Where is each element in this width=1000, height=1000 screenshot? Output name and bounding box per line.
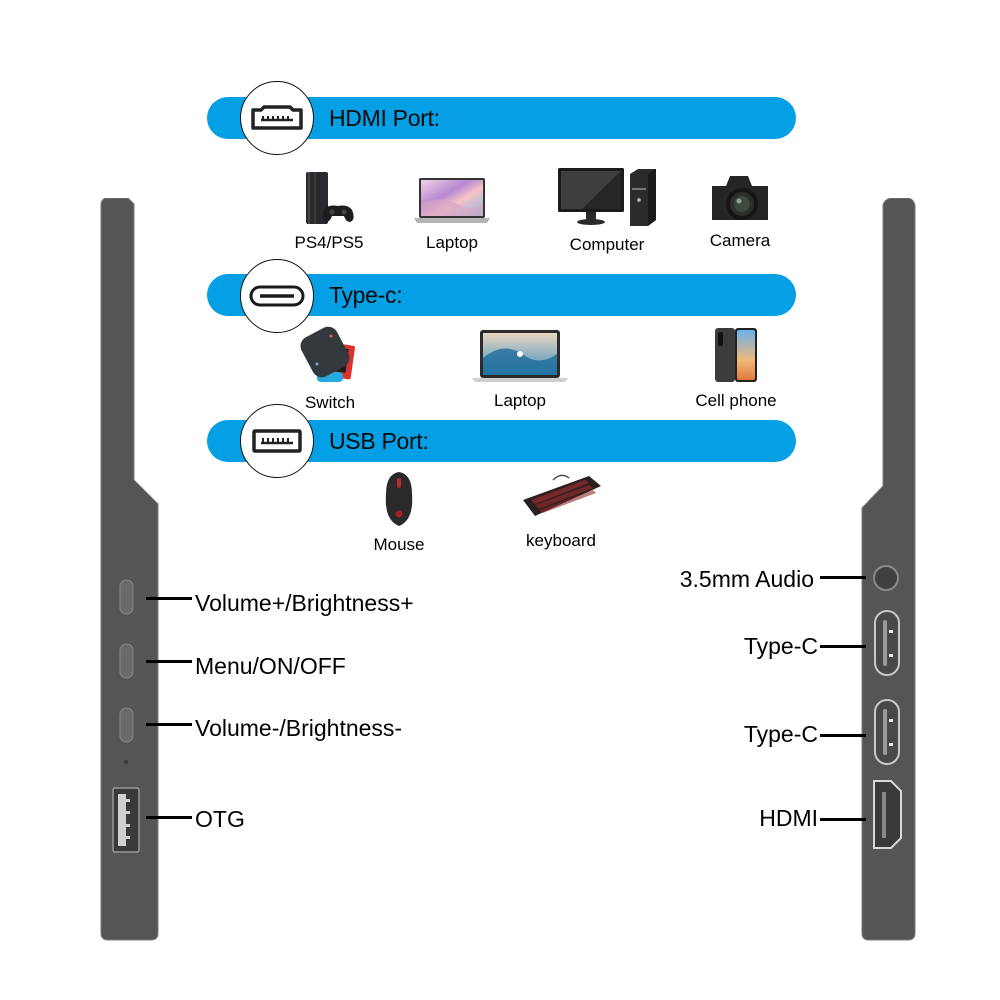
device-camera: Camera	[700, 172, 780, 251]
device-label: Laptop	[426, 233, 478, 252]
device-label: Switch	[304, 393, 356, 412]
usb-c-port-2[interactable]	[874, 699, 900, 765]
usb-port-icon	[252, 429, 302, 453]
leader-line	[820, 645, 866, 648]
hdmi-port[interactable]	[873, 780, 902, 849]
usb-port-badge	[240, 404, 314, 478]
hdmi-section-title: HDMI Port:	[329, 105, 440, 131]
typec-section-title: Type-c:	[329, 282, 403, 308]
device-label: Camera	[709, 231, 771, 250]
callout-audio: 3.5mm Audio	[679, 566, 814, 592]
monitor-left-side-profile	[100, 198, 159, 941]
device-switch: Switch	[293, 326, 367, 413]
leader-line	[146, 816, 192, 819]
volume-up-button[interactable]	[119, 579, 134, 615]
game-console-icon	[306, 172, 354, 224]
usb-section-title: USB Port:	[329, 428, 429, 454]
leader-line	[146, 723, 192, 726]
device-laptop-typec: Laptop	[462, 328, 578, 411]
device-label: Mouse	[373, 535, 425, 554]
leader-line	[820, 818, 866, 821]
device-keyboard: keyboard	[516, 474, 606, 551]
mouse-icon	[385, 472, 413, 526]
hdmi-port-badge	[240, 81, 314, 155]
type-c-port-icon	[249, 285, 305, 307]
macbook-icon	[472, 330, 568, 382]
callout-otg: OTG	[195, 806, 245, 832]
monitor-right-side-profile	[861, 198, 916, 941]
callout-menu-power: Menu/ON/OFF	[195, 653, 346, 679]
device-label: Laptop	[494, 391, 546, 410]
callout-volume-up: Volume+/Brightness+	[195, 590, 414, 616]
leader-line	[820, 576, 866, 579]
typec-port-badge	[240, 259, 314, 333]
smartphone-icon	[715, 328, 757, 382]
keyboard-icon	[523, 474, 601, 516]
device-ps4-ps5: PS4/PS5	[288, 170, 370, 253]
device-label: Computer	[569, 235, 645, 254]
device-laptop-hdmi: Laptop	[410, 176, 494, 253]
menu-power-button[interactable]	[119, 643, 134, 679]
leader-line	[820, 734, 866, 737]
desktop-computer-icon	[558, 168, 656, 226]
leader-line	[146, 660, 192, 663]
laptop-icon	[414, 178, 490, 223]
callout-type-c-2: Type-C	[743, 721, 818, 747]
hdmi-port-icon	[251, 105, 303, 130]
device-label: PS4/PS5	[294, 233, 364, 252]
device-mouse: Mouse	[364, 470, 434, 555]
device-label: Cell phone	[695, 391, 777, 410]
callout-type-c-1: Type-C	[743, 633, 818, 659]
device-cell-phone: Cell phone	[690, 326, 782, 411]
volume-down-button[interactable]	[119, 707, 134, 743]
callout-volume-down: Volume-/Brightness-	[195, 715, 403, 741]
otg-usb-port[interactable]	[112, 787, 140, 853]
indicator-led	[123, 759, 129, 765]
leader-line	[146, 597, 192, 600]
audio-jack[interactable]	[873, 565, 899, 591]
handheld-console-icon	[300, 326, 355, 382]
device-computer: Computer	[548, 164, 666, 255]
camera-icon	[712, 176, 768, 220]
callout-hdmi: HDMI	[759, 805, 818, 831]
device-label: keyboard	[526, 531, 596, 550]
usb-c-port-1[interactable]	[874, 610, 900, 676]
